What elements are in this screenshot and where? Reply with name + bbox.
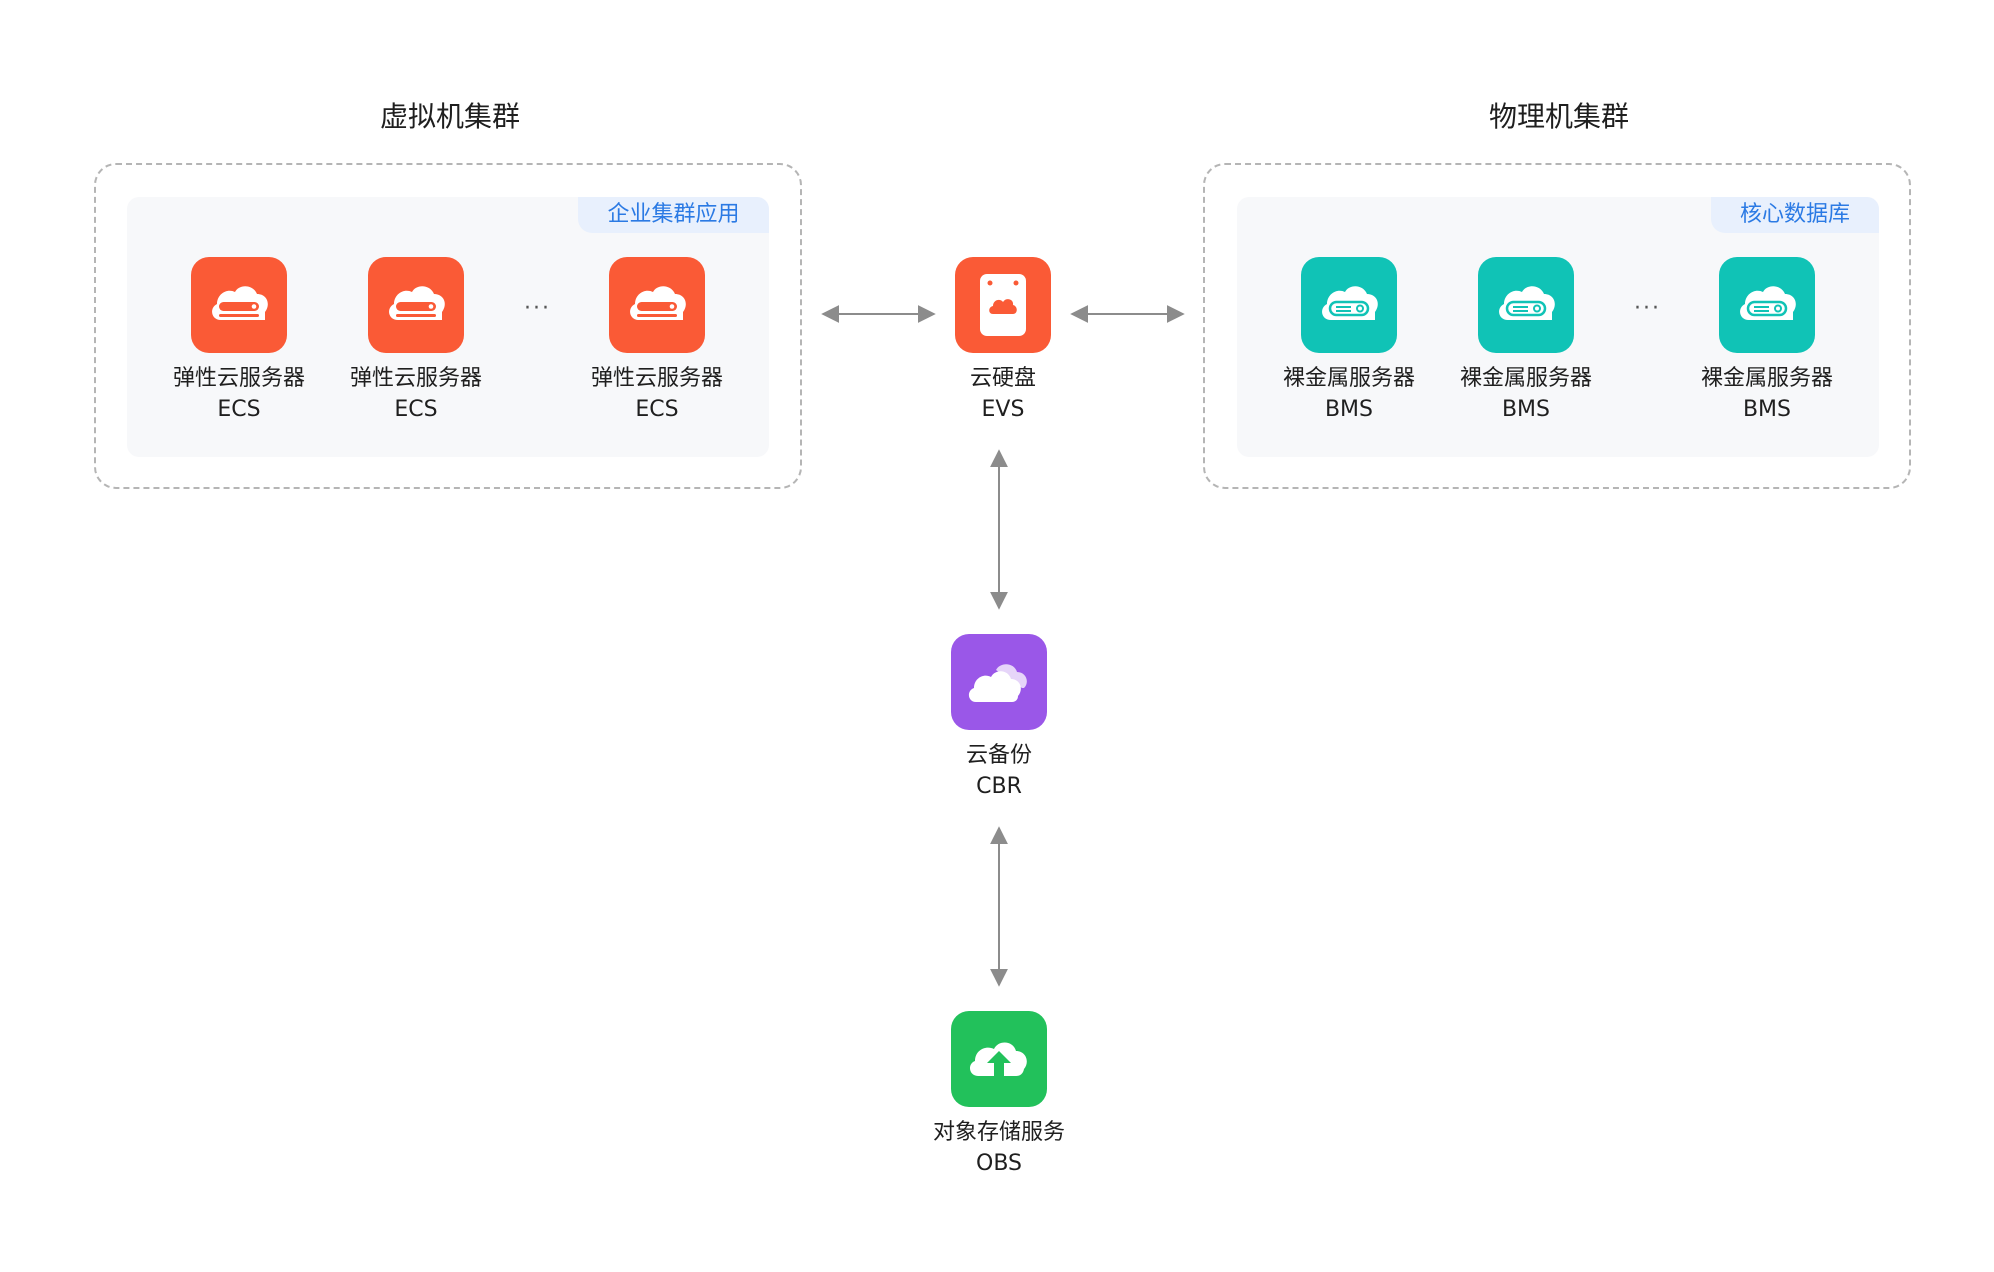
cloud-server-icon <box>191 257 287 353</box>
bare-metal-server-icon <box>1301 257 1397 353</box>
bms-node-3[interactable]: 裸金属服务器 BMS <box>1687 257 1847 425</box>
bms-node-label: 裸金属服务器 <box>1459 366 1592 391</box>
vm-ellipsis: ··· <box>524 296 551 321</box>
evs-node[interactable]: 云硬盘 EVS <box>923 257 1083 425</box>
vm-cluster-tag: 企业集群应用 <box>578 197 769 233</box>
ecs-node-1[interactable]: 弹性云服务器 ECS <box>159 257 319 425</box>
bms-node-abbr: BMS <box>1501 397 1551 422</box>
obs-abbr: OBS <box>976 1151 1022 1176</box>
bms-node-abbr: BMS <box>1324 397 1374 422</box>
cbr-node[interactable]: 云备份 CBR <box>919 634 1079 802</box>
evs-label: 云硬盘 <box>969 366 1036 391</box>
bms-node-label: 裸金属服务器 <box>1282 366 1415 391</box>
obs-label: 对象存储服务 <box>932 1120 1065 1145</box>
ecs-node-label: 弹性云服务器 <box>590 366 723 391</box>
bms-node-2[interactable]: 裸金属服务器 BMS <box>1446 257 1606 425</box>
ecs-node-label: 弹性云服务器 <box>172 366 305 391</box>
ecs-node-3[interactable]: 弹性云服务器 ECS <box>577 257 737 425</box>
pm-cluster-title: 物理机集群 <box>1488 100 1629 133</box>
cloud-server-icon <box>609 257 705 353</box>
ecs-node-abbr: ECS <box>217 397 261 422</box>
bms-node-abbr: BMS <box>1742 397 1792 422</box>
pm-ellipsis: ··· <box>1634 296 1661 321</box>
bms-node-label: 裸金属服务器 <box>1700 366 1833 391</box>
bare-metal-server-icon <box>1719 257 1815 353</box>
cloud-server-icon <box>368 257 464 353</box>
ecs-node-abbr: ECS <box>635 397 679 422</box>
cloud-disk-icon <box>955 257 1051 353</box>
cbr-abbr: CBR <box>976 774 1022 799</box>
ecs-node-label: 弹性云服务器 <box>349 366 482 391</box>
ecs-node-2[interactable]: 弹性云服务器 ECS <box>336 257 496 425</box>
pm-cluster-tag: 核心数据库 <box>1711 197 1879 233</box>
pm-cluster-box <box>1203 163 1911 489</box>
evs-abbr: EVS <box>981 397 1025 422</box>
obs-node[interactable]: 对象存储服务 OBS <box>919 1011 1079 1179</box>
cbr-label: 云备份 <box>965 743 1032 768</box>
cloud-backup-icon <box>951 634 1047 730</box>
ecs-node-abbr: ECS <box>394 397 438 422</box>
vm-cluster-title: 虚拟机集群 <box>379 100 520 133</box>
bms-node-1[interactable]: 裸金属服务器 BMS <box>1269 257 1429 425</box>
vm-cluster-box <box>94 163 802 489</box>
bare-metal-server-icon <box>1478 257 1574 353</box>
cloud-upload-icon <box>951 1011 1047 1107</box>
